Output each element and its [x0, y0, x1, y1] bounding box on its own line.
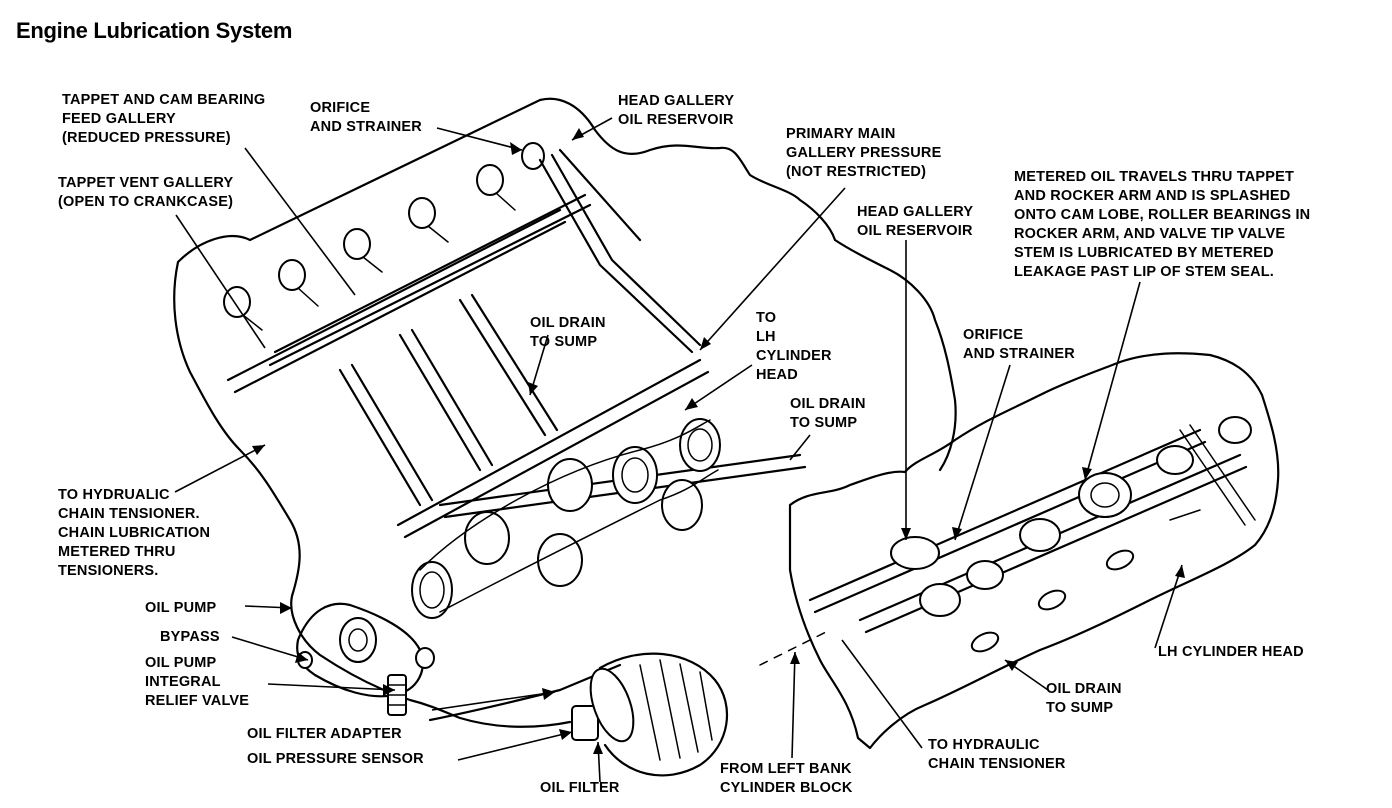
- pressure-sensor-body: [571, 705, 599, 741]
- label-orifice-strainer-lh: ORIFICE AND STRAINER: [963, 327, 1075, 362]
- label-tappet-vent-gallery: TAPPET VENT GALLERY (OPEN TO CRANKCASE): [58, 175, 234, 210]
- oil-filter-canister: [589, 652, 729, 777]
- label-to-lh-cylinder-head: TO LH CYLINDER HEAD: [756, 310, 832, 383]
- label-oil-pump: OIL PUMP: [145, 600, 217, 616]
- label-orifice-strainer-upper: ORIFICE AND STRAINER: [310, 100, 422, 135]
- timing-chain: [419, 419, 719, 613]
- lh-head-parts: [890, 416, 1256, 653]
- tappet-feed-gallery-rail: [268, 193, 592, 367]
- engine-block-outline: [173, 97, 957, 728]
- diagram-title: Engine Lubrication System: [16, 18, 293, 43]
- label-oil-drain-center: OIL DRAIN TO SUMP: [530, 315, 606, 350]
- lh-head-rail-1: [808, 428, 1207, 614]
- leader-lines: [174, 117, 1185, 783]
- label-oil-filter-adapter: OIL FILTER ADAPTER: [247, 726, 402, 742]
- left-bank-dashed-line: [759, 629, 831, 666]
- oil-drain-tubes: [338, 293, 559, 507]
- head-gallery-riser: [538, 148, 702, 354]
- label-primary-main-gallery: PRIMARY MAIN GALLERY PRESSURE (NOT RESTR…: [786, 126, 942, 180]
- label-lh-cylinder-head: LH CYLINDER HEAD: [1158, 644, 1304, 660]
- oil-pump-body: [296, 602, 435, 716]
- label-head-gallery-reservoir-lh: HEAD GALLERY OIL RESERVOIR: [857, 204, 974, 239]
- label-tappet-cam-feed-gallery: TAPPET AND CAM BEARING FEED GALLERY (RED…: [62, 92, 266, 146]
- crank-bearings: [411, 418, 721, 619]
- label-head-gallery-reservoir-upper: HEAD GALLERY OIL RESERVOIR: [618, 93, 735, 128]
- lower-gallery-rail: [396, 358, 710, 539]
- label-oil-filter: OIL FILTER: [540, 780, 620, 796]
- label-from-left-bank: FROM LEFT BANK CYLINDER BLOCK: [720, 761, 853, 796]
- label-hydraulic-tensioner-right: TO HYDRAULIC CHAIN TENSIONER: [928, 737, 1066, 772]
- label-metered-oil-note: METERED OIL TRAVELS THRU TAPPET AND ROCK…: [1014, 169, 1311, 280]
- lh-head-outline: [788, 352, 1280, 750]
- label-bypass: BYPASS: [160, 629, 220, 645]
- label-oil-pressure-sensor: OIL PRESSURE SENSOR: [247, 751, 424, 767]
- label-oil-drain-right: OIL DRAIN TO SUMP: [790, 396, 866, 431]
- tappet-vent-rail: [226, 208, 567, 394]
- label-hydraulic-tensioner-left: TO HYDRUALIC CHAIN TENSIONER. CHAIN LUBR…: [58, 487, 211, 579]
- label-oil-drain-lh: OIL DRAIN TO SUMP: [1046, 681, 1122, 716]
- label-relief-valve: OIL PUMP INTEGRAL RELIEF VALVE: [145, 655, 250, 709]
- tappet-caps: [223, 142, 545, 331]
